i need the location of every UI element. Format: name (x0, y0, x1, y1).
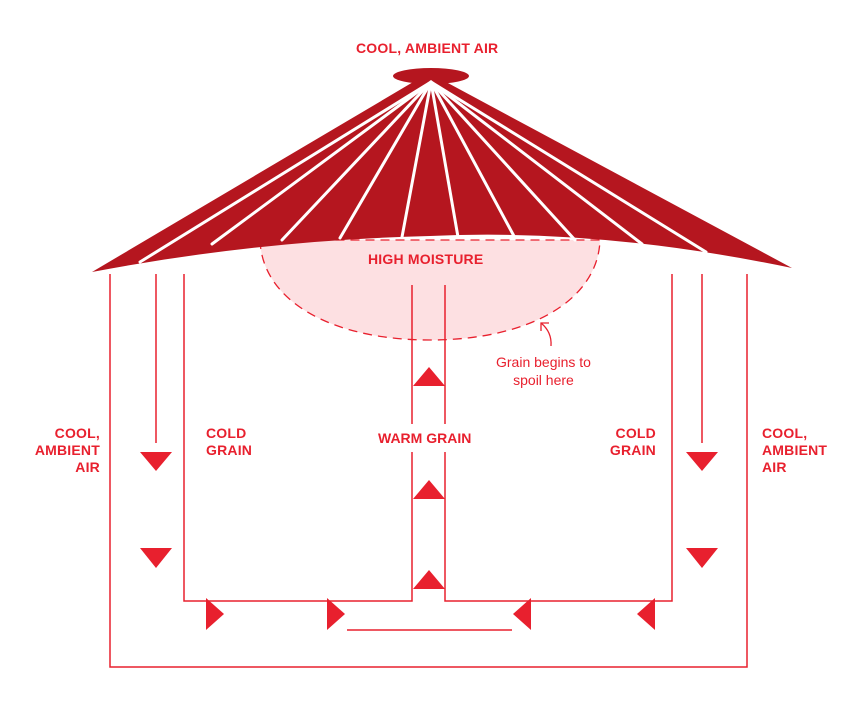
roof-rib-10 (429, 80, 708, 254)
spoil-pointer-head (540, 322, 549, 331)
high-moisture-label: HIGH MOISTURE (368, 251, 484, 267)
bin-roof (92, 68, 792, 272)
roof-rib-7 (429, 80, 517, 240)
right-cold-label: COLD GRAIN (596, 425, 656, 459)
arrow-left-2 (637, 598, 655, 630)
right-air-line-3: AIR (762, 459, 787, 475)
right-air-label: COOL, AMBIENT AIR (762, 425, 827, 476)
spoil-note-line-2: spoil here (513, 372, 574, 388)
roof-rib-5 (400, 80, 433, 239)
arrow-down-left-2 (140, 548, 172, 568)
arrow-up-2 (413, 480, 445, 499)
left-cold-label: COLD GRAIN (206, 425, 252, 459)
arrow-up-3 (413, 570, 445, 589)
high-moisture-zone (259, 239, 601, 341)
left-air-label: COOL, AMBIENT AIR (26, 425, 100, 476)
top-air-label: COOL, AMBIENT AIR (356, 40, 499, 56)
left-cold-line-1: COLD (206, 425, 247, 441)
left-cold-line-2: GRAIN (206, 442, 253, 458)
arrow-down-right-2 (686, 548, 718, 568)
spoil-note: Grain begins to spoil here (496, 353, 591, 389)
roof-rib-8 (429, 80, 577, 242)
roof-rib-6 (429, 80, 460, 239)
left-air-line-3: AIR (75, 459, 100, 475)
warm-grain-label: WARM GRAIN (369, 424, 481, 452)
spoil-note-line-1: Grain begins to (496, 354, 591, 370)
right-cold-line-2: GRAIN (609, 442, 656, 458)
arrow-right-2 (327, 598, 345, 630)
left-air-line-2: AMBIENT (34, 442, 100, 458)
right-air-line-1: COOL, (762, 425, 808, 441)
arrow-up-1 (413, 367, 445, 386)
arrow-down-right-1 (686, 452, 718, 471)
roof-rib-1 (138, 80, 433, 264)
arrow-left-1 (513, 598, 531, 630)
arrow-down-left-1 (140, 452, 172, 471)
right-air-line-2: AMBIENT (762, 442, 828, 458)
roof-rib-4 (338, 80, 433, 240)
outer-air-duct (109, 274, 748, 668)
left-air-line-1: COOL, (54, 425, 100, 441)
arrow-right-1 (206, 598, 224, 630)
spoil-pointer-arrow (540, 322, 552, 347)
roof-rib-2 (210, 80, 433, 246)
roof-rib-9 (429, 80, 644, 246)
roof-rib-3 (280, 80, 433, 242)
right-cold-line-1: COLD (615, 425, 656, 441)
roof-vent-cap (393, 68, 469, 84)
